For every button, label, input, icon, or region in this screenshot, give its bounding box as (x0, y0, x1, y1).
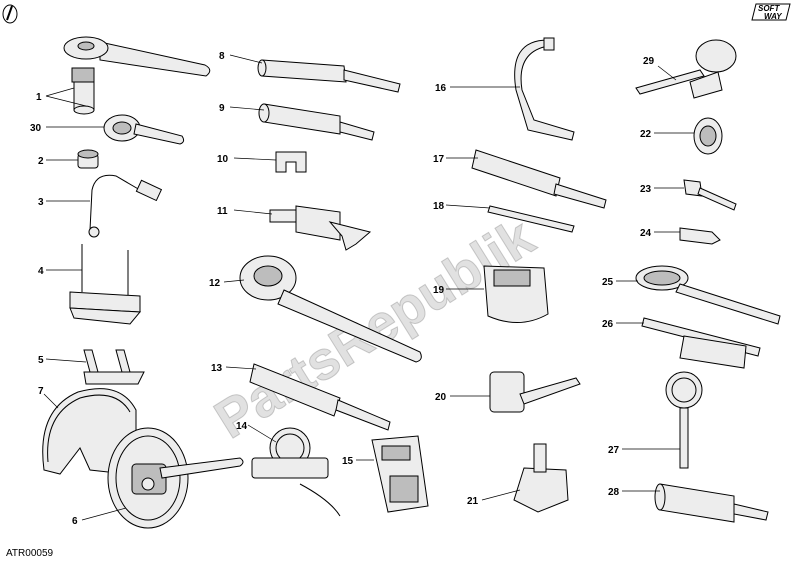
tool-12-spanner (239, 255, 422, 363)
tool-22-ring (693, 117, 723, 155)
callout-22: 22 (640, 129, 652, 140)
corner-badge-icon (2, 4, 18, 24)
callout-26: 26 (602, 319, 614, 330)
tool-7-degree-disc (42, 388, 137, 475)
callout-28: 28 (608, 487, 620, 498)
callout-8: 8 (219, 51, 225, 62)
leader-lines (43, 54, 694, 521)
softway-logo: SOFT WAY (751, 3, 791, 21)
tool-29-holder (635, 39, 737, 99)
tool-17-drift (471, 149, 607, 209)
tool-9-drift (258, 103, 375, 141)
svg-text:WAY: WAY (764, 12, 782, 21)
callout-24: 24 (640, 228, 652, 239)
tool-11-puller (269, 205, 372, 251)
tool-18-rod (487, 205, 575, 233)
callout-18: 18 (433, 201, 445, 212)
callout-14: 14 (236, 421, 248, 432)
callout-7: 7 (38, 386, 44, 397)
tool-3-crank (88, 174, 163, 238)
callout-20: 20 (435, 392, 447, 403)
callout-10: 10 (217, 154, 229, 165)
callout-6: 6 (72, 516, 78, 527)
callout-2: 2 (38, 156, 44, 167)
callout-3: 3 (38, 197, 44, 208)
tool-20-holder (489, 371, 581, 413)
tool-16-c-clamp (514, 37, 575, 141)
callout-16: 16 (435, 83, 447, 94)
tool-19-gauge-housing (483, 265, 549, 324)
diagram-code: ATR00059 (6, 548, 54, 559)
callout-15: 15 (342, 456, 354, 467)
callout-29: 29 (643, 56, 655, 67)
callout-17: 17 (433, 154, 445, 165)
callout-13: 13 (211, 363, 223, 374)
tool-8-drift (257, 59, 401, 93)
callout-4: 4 (38, 266, 44, 277)
tool-14-dial-gauge (251, 427, 341, 517)
tool-15-multimeter (371, 435, 429, 513)
callout-30: 30 (30, 123, 42, 134)
callout-25: 25 (602, 277, 614, 288)
tool-25-ring-spanner (635, 265, 781, 325)
tool-24-pin (679, 227, 721, 245)
svg-text:SOFT: SOFT (758, 4, 780, 13)
tool-5-plate (83, 349, 145, 385)
tool-6-protractor (107, 427, 244, 529)
tool-13-drift (249, 363, 391, 431)
callout-12: 12 (209, 278, 221, 289)
tool-26-fork (641, 317, 761, 369)
callout-1: 1 (36, 92, 42, 103)
tool-4-bracket (69, 244, 142, 325)
callout-labels: 1 2 3 4 5 6 7 8 9 10 11 12 13 14 15 16 1… (30, 51, 655, 527)
callout-5: 5 (38, 355, 44, 366)
tool-28-drift (654, 483, 769, 523)
tool-27-bore-gauge (665, 371, 703, 469)
tool-10-shim (275, 151, 307, 173)
tool-23-clip (683, 179, 737, 211)
callout-9: 9 (219, 103, 225, 114)
callout-23: 23 (640, 184, 652, 195)
tool-2-nut (77, 149, 99, 169)
callout-21: 21 (467, 496, 479, 507)
callout-11: 11 (217, 206, 228, 217)
watermark: PartsRepublik (205, 206, 546, 450)
tool-21-puller (513, 443, 569, 513)
callout-27: 27 (608, 445, 620, 456)
callout-19: 19 (433, 285, 445, 296)
tool-30-ring-spanner (103, 114, 185, 145)
tool-1-pin-wrench (63, 36, 211, 115)
